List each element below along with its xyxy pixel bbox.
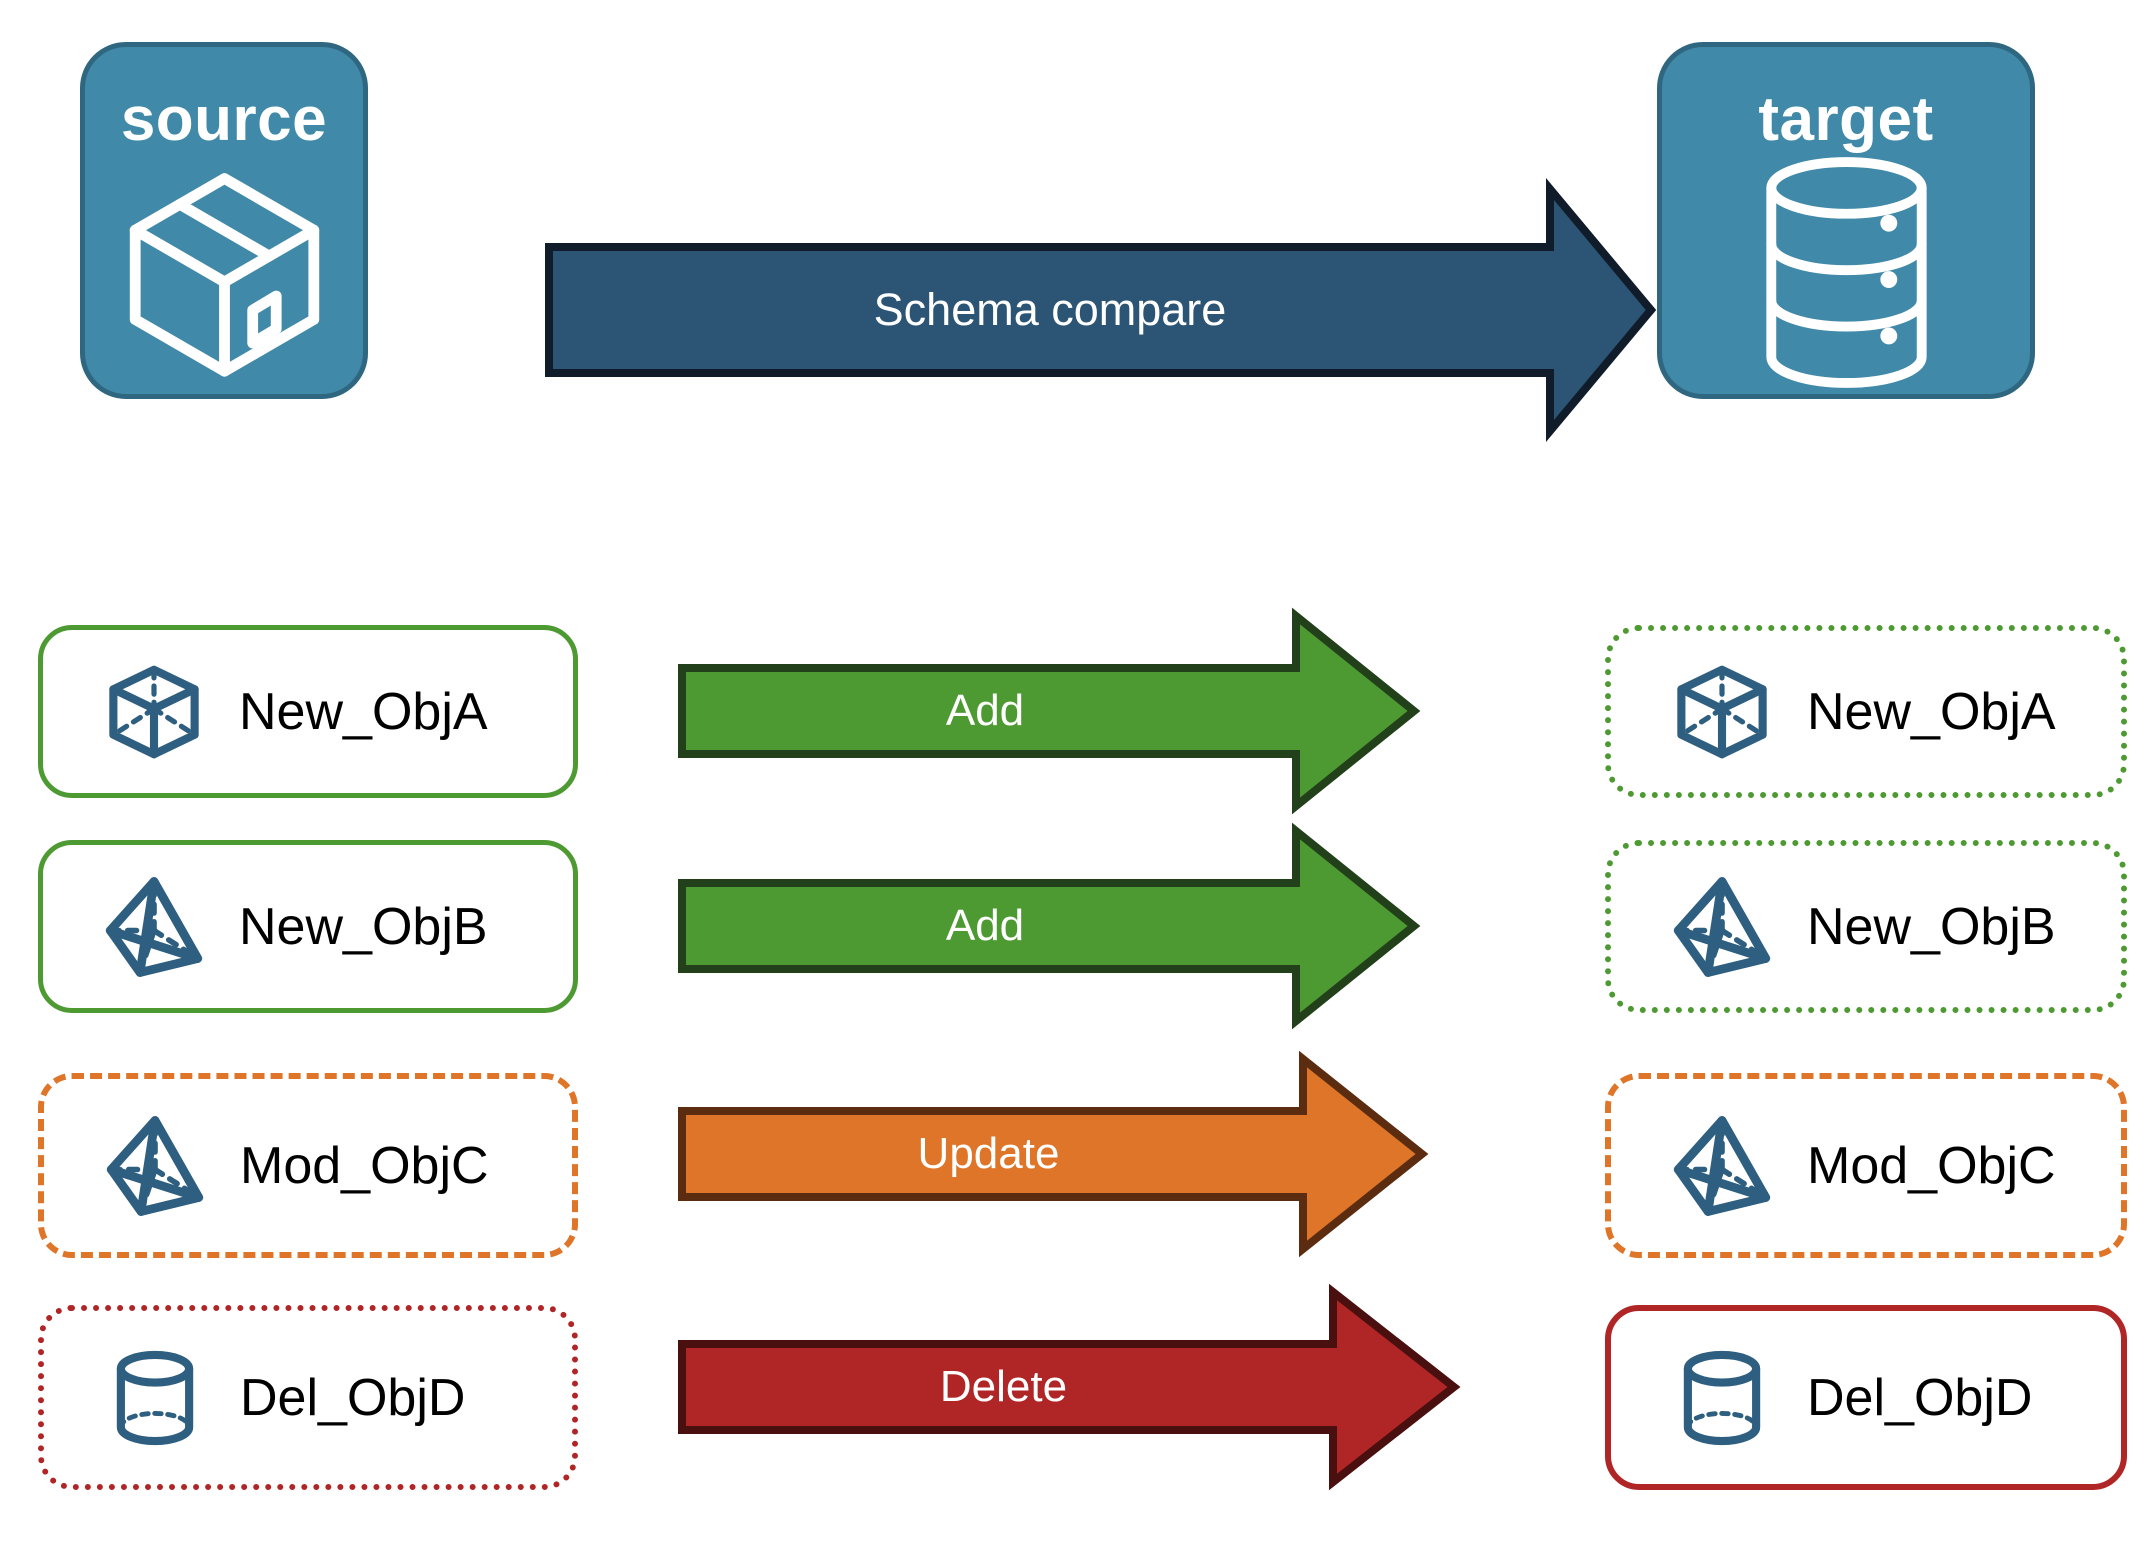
source-title: source [120, 85, 328, 154]
action-arrow-delete[interactable]: Delete [678, 1283, 1461, 1491]
source-object-card-3[interactable]: Mod_ObjC [38, 1073, 578, 1258]
action-arrow-label-4: Delete [939, 1362, 1068, 1411]
source-object-label-2: New_ObjB [239, 897, 488, 956]
action-arrow-label-2: Add [945, 901, 1025, 950]
source-object-label-4: Del_ObjD [240, 1368, 466, 1427]
target-endpoint-card[interactable]: target [1657, 42, 2035, 399]
action-arrow-add-2[interactable]: Add [678, 822, 1421, 1030]
wireframe-pyramid-icon [1663, 871, 1781, 983]
wireframe-pyramid-icon [1663, 1110, 1781, 1222]
source-object-label-1: New_ObjA [239, 682, 488, 741]
wireframe-cube-icon [95, 660, 213, 764]
source-object-card-1[interactable]: New_ObjA [38, 625, 578, 798]
wireframe-cube-icon [1663, 660, 1781, 764]
target-object-label-1: New_ObjA [1807, 682, 2056, 741]
target-title: target [1758, 85, 1934, 154]
source-object-label-3: Mod_ObjC [240, 1136, 489, 1195]
target-object-label-2: New_ObjB [1807, 897, 2056, 956]
wireframe-cylinder-icon [96, 1346, 214, 1450]
wireframe-pyramid-icon [96, 1110, 214, 1222]
target-object-card-4[interactable]: Del_ObjD [1605, 1305, 2127, 1490]
database-cylinder-icon [1662, 151, 2030, 394]
package-box-icon [85, 151, 363, 394]
wireframe-pyramid-icon [95, 871, 213, 983]
schema-compare-label: Schema compare [873, 284, 1227, 335]
wireframe-cylinder-icon [1663, 1346, 1781, 1450]
action-arrow-label-3: Update [917, 1129, 1060, 1178]
target-object-card-1[interactable]: New_ObjA [1605, 625, 2127, 798]
source-object-card-4[interactable]: Del_ObjD [38, 1305, 578, 1490]
source-object-card-2[interactable]: New_ObjB [38, 840, 578, 1013]
action-arrow-add-1[interactable]: Add [678, 607, 1421, 815]
action-arrow-label-1: Add [945, 686, 1025, 735]
action-arrow-update[interactable]: Update [678, 1050, 1429, 1258]
target-object-card-2[interactable]: New_ObjB [1605, 840, 2127, 1013]
source-endpoint-card[interactable]: source [80, 42, 368, 399]
target-object-label-4: Del_ObjD [1807, 1368, 2033, 1427]
target-object-label-3: Mod_ObjC [1807, 1136, 2056, 1195]
target-object-card-3[interactable]: Mod_ObjC [1605, 1073, 2127, 1258]
schema-compare-arrow[interactable]: Schema compare [545, 177, 1657, 443]
